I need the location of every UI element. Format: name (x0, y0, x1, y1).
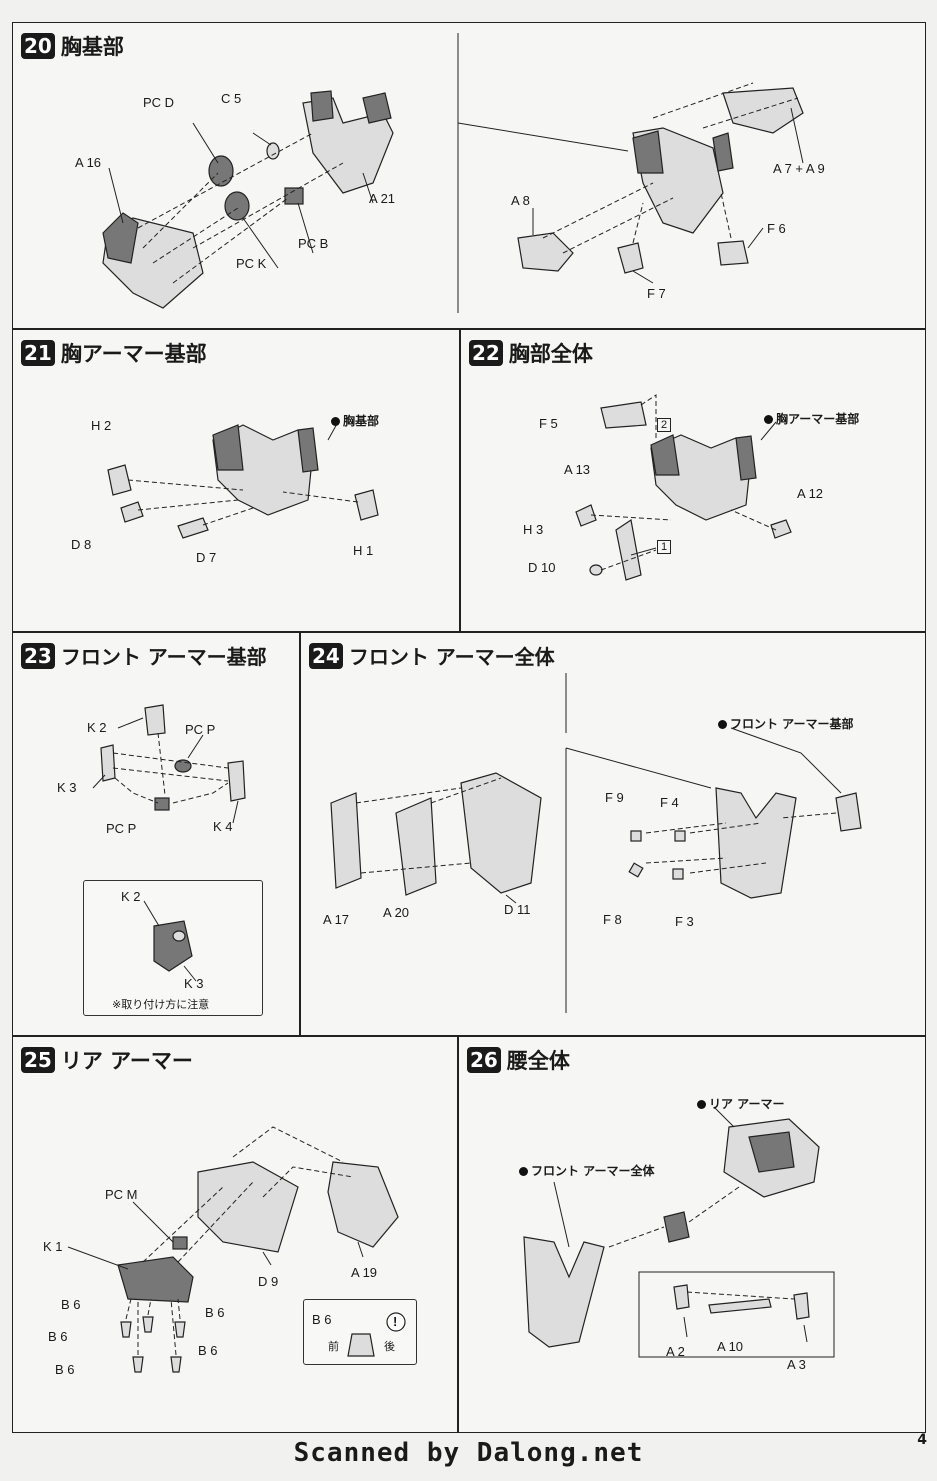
part-label: A 2 (666, 1344, 685, 1359)
reference-label: フロント アーマー基部 (718, 715, 853, 732)
part-label: D 11 (504, 902, 531, 917)
part-label: K 2 (121, 889, 141, 904)
part-label: H 1 (353, 543, 374, 558)
inset-diagram (347, 1312, 406, 1357)
part-label: K 1 (43, 1239, 63, 1254)
inset-diagram (143, 900, 197, 982)
part-label: H 2 (91, 418, 112, 433)
step-title-text: 胸アーマー基部 (60, 342, 207, 366)
step-21-panel: 21 胸アーマー基部 胸基部 H 2 D 8 D 7 H 1 (12, 329, 460, 632)
part-label: B 6 (312, 1312, 332, 1327)
part-label: F 4 (660, 795, 679, 810)
step-25-title: 25 リア アーマー (21, 1045, 193, 1075)
part-label: PC P (185, 722, 216, 737)
part-label: A 8 (511, 193, 530, 208)
part-label: A 13 (564, 462, 591, 477)
part-label: A 12 (797, 486, 824, 501)
part-label: K 3 (184, 976, 204, 991)
part-label: A 21 (369, 191, 396, 206)
step-22-diagram (575, 394, 792, 581)
step-number: 23 (21, 642, 55, 669)
step-24-panel: 24 フロント アーマー全体 フロント アーマー基部 A 17 A 20 D 1… (300, 632, 926, 1036)
step-title-text: 胸部全体 (508, 342, 593, 366)
part-label: F 3 (675, 914, 694, 929)
step-order-2: 2 (657, 418, 672, 432)
part-label: A 19 (351, 1265, 378, 1280)
step-number: 25 (21, 1047, 55, 1073)
scan-credit: Scanned by Dalong.net (293, 1438, 644, 1468)
step-20-diagram (102, 33, 804, 313)
step-number: 24 (309, 642, 343, 669)
step-24-diagram (330, 673, 862, 1013)
step-number: 22 (469, 340, 503, 366)
part-label: PC M (105, 1187, 138, 1202)
part-label: B 6 (55, 1362, 75, 1377)
step-title-text: フロント アーマー基部 (60, 645, 267, 669)
step-number: 20 (21, 33, 55, 59)
part-label: F 8 (603, 912, 622, 927)
step-25-panel: 25 リア アーマー PC M K 1 B 6 B 6 B 6 B 6 B 6 … (12, 1036, 458, 1433)
warning-icon: ! (393, 1314, 398, 1329)
part-label: F 5 (539, 416, 558, 431)
part-label: K 2 (87, 720, 107, 735)
step-order-1: 1 (657, 540, 672, 554)
step-title-text: リア アーマー (60, 1049, 193, 1073)
part-label: A 3 (787, 1357, 806, 1372)
step-23-diagram (92, 704, 246, 824)
step-20-panel: 20 胸基部 (12, 22, 926, 329)
step-26-diagram (523, 1106, 835, 1358)
step-20-title: 20 胸基部 (21, 31, 124, 61)
reference-label: 胸アーマー基部 (764, 410, 859, 427)
step-26-title: 26 腰全体 (467, 1045, 570, 1075)
reference-label: 胸基部 (331, 412, 379, 429)
page-number: 4 (917, 1432, 927, 1448)
step-title-text: 腰全体 (506, 1049, 570, 1073)
step-title-text: 胸基部 (60, 35, 124, 59)
part-label: PC B (298, 236, 329, 251)
step-title-text: フロント アーマー全体 (348, 645, 555, 669)
part-label: PC P (106, 821, 137, 836)
part-label: F 9 (605, 790, 624, 805)
part-label: F 7 (647, 286, 666, 301)
attachment-detail-inset: K 2 K 3 ※取り付け方に注意 (83, 880, 263, 1016)
reference-label: リア アーマー (697, 1095, 784, 1112)
step-22-panel: 22 胸部全体 胸アーマー基部 F 5 A 13 A 12 H 3 D 10 1… (460, 329, 926, 632)
part-label: PC D (143, 95, 175, 110)
step-25-diagram (67, 1126, 399, 1373)
part-label: D 10 (528, 560, 556, 575)
part-label: PC K (236, 256, 267, 271)
part-label: C 5 (221, 91, 242, 106)
step-24-title: 24 フロント アーマー全体 (309, 641, 555, 670)
step-26-panel: 26 腰全体 リア アーマー フロント アーマー全体 A 2 A 10 A 3 (458, 1036, 926, 1433)
part-label: D 8 (71, 537, 92, 552)
part-label: A 17 (323, 912, 350, 927)
step-21-title: 21 胸アーマー基部 (21, 338, 207, 368)
back-label: 後 (384, 1341, 395, 1353)
part-label: K 3 (57, 780, 77, 795)
part-label: A 10 (717, 1339, 744, 1354)
step-number: 26 (467, 1047, 501, 1073)
step-22-title: 22 胸部全体 (469, 338, 593, 368)
part-label: B 6 (61, 1297, 81, 1312)
part-label: B 6 (198, 1343, 218, 1358)
attachment-note: ※取り付け方に注意 (112, 998, 210, 1011)
part-label: A 20 (383, 905, 410, 920)
reference-label: フロント アーマー全体 (519, 1162, 654, 1179)
part-label: D 9 (258, 1274, 279, 1289)
orientation-detail-inset: B 6 前 後 ! (303, 1299, 417, 1365)
step-21-diagram (107, 421, 379, 539)
step-23-title: 23 フロント アーマー基部 (21, 641, 267, 670)
step-number: 21 (21, 340, 55, 366)
step-23-panel: 23 フロント アーマー基部 K 2 PC P K 3 PC P K 4 K 2… (12, 632, 300, 1036)
part-label: A 16 (75, 155, 102, 170)
part-label: H 3 (523, 522, 544, 537)
front-label: 前 (328, 1341, 339, 1353)
part-label: A 7 + A 9 (773, 161, 825, 176)
part-label: K 4 (213, 819, 233, 834)
part-label: D 7 (196, 550, 217, 565)
part-label: B 6 (48, 1329, 68, 1344)
part-label: F 6 (767, 221, 786, 236)
part-label: B 6 (205, 1305, 225, 1320)
